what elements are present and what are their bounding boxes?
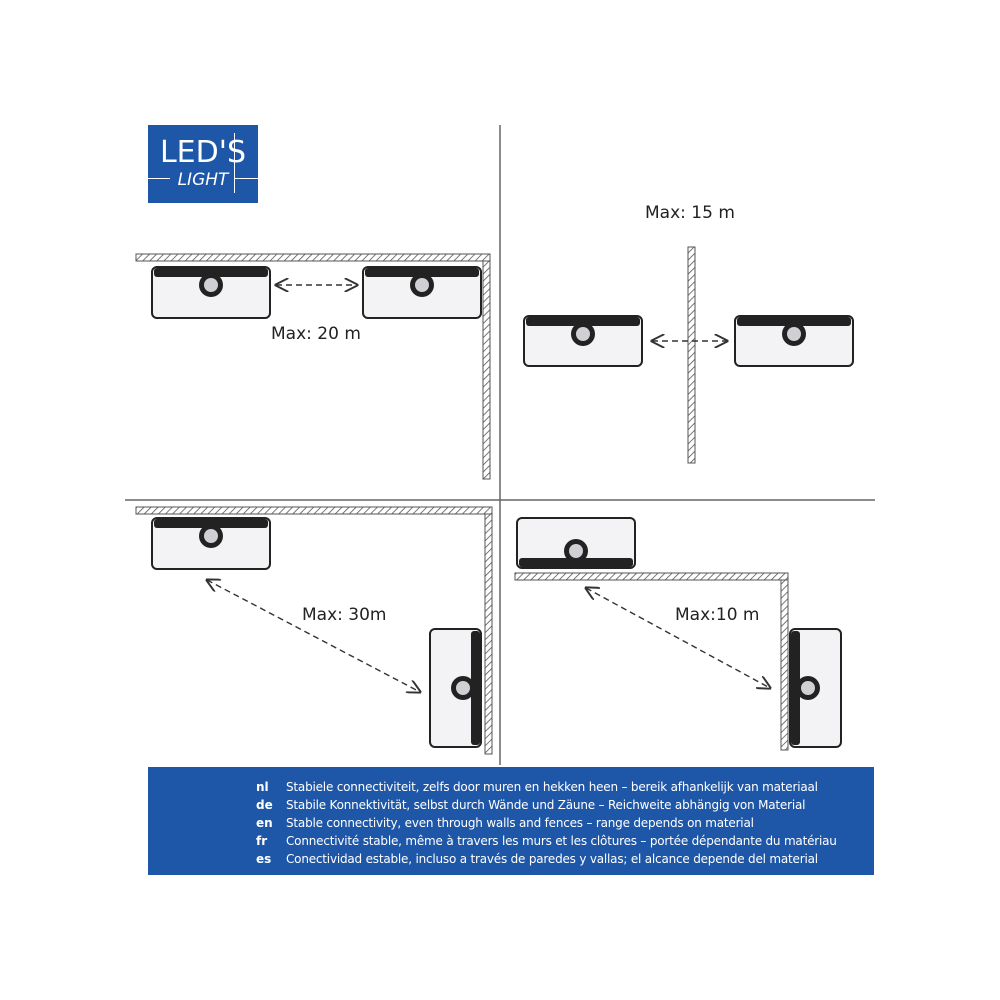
logo-rule [234, 133, 235, 193]
range-arrow [586, 588, 770, 688]
lang-row-es: es Conectividad estable, incluso a través… [256, 849, 818, 867]
lang-code: fr [256, 834, 268, 848]
fence-wall [687, 246, 696, 464]
panel-top-right [523, 246, 854, 464]
lang-row-fr: fr Connectivité stable, même à travers le… [256, 831, 837, 849]
lamp-unit [523, 315, 643, 367]
range-arrow [207, 580, 420, 692]
brand-logo: LED'S LIGHT [148, 125, 258, 203]
range-label-top-left: Max: 20 m [271, 324, 361, 344]
lang-text: Stabile Konnektivität, selbst durch Wänd… [286, 798, 806, 812]
range-label-bottom-left: Max: 30m [302, 605, 387, 625]
lang-code: en [256, 816, 273, 830]
side-wall [780, 579, 789, 751]
ceiling-wall [135, 506, 493, 515]
lang-code: de [256, 798, 273, 812]
ceiling-wall [514, 572, 789, 581]
range-label-top-right: Max: 15 m [645, 203, 735, 223]
panel-bottom-left [135, 506, 493, 755]
side-wall [484, 513, 493, 755]
lamp-unit [151, 517, 271, 570]
logo-rule [148, 178, 170, 179]
lamp-unit-inverted [516, 517, 636, 569]
logo-line-2: LIGHT [177, 170, 229, 190]
lang-code: nl [256, 780, 269, 794]
lamp-unit [734, 315, 854, 367]
side-wall [482, 260, 491, 480]
lang-row-en: en Stable connectivity, even through wall… [256, 813, 754, 831]
lang-row-de: de Stabile Konnektivität, selbst durch Wä… [256, 795, 805, 813]
lang-row-nl: nl Stabiele connectiviteit, zelfs door mu… [256, 777, 818, 795]
lamp-unit [362, 266, 482, 319]
multilingual-banner: nl Stabiele connectiviteit, zelfs door mu… [148, 767, 874, 875]
range-label-bottom-right: Max:10 m [675, 605, 760, 625]
ceiling-wall [135, 253, 491, 262]
lamp-unit-vertical [429, 628, 482, 748]
panel-bottom-right [514, 517, 842, 751]
lang-text: Conectividad estable, incluso a través d… [286, 852, 818, 866]
lang-text: Stabiele connectiviteit, zelfs door mure… [286, 780, 818, 794]
panel-top-left [135, 253, 491, 480]
lang-code: es [256, 852, 272, 866]
logo-rule [234, 178, 258, 179]
lang-text: Stable connectivity, even through walls … [286, 816, 754, 830]
lamp-unit-vertical [789, 628, 842, 748]
logo-line-1: LED'S [159, 135, 247, 170]
lang-text: Connectivité stable, même à travers les … [286, 834, 837, 848]
lamp-unit [151, 266, 271, 319]
